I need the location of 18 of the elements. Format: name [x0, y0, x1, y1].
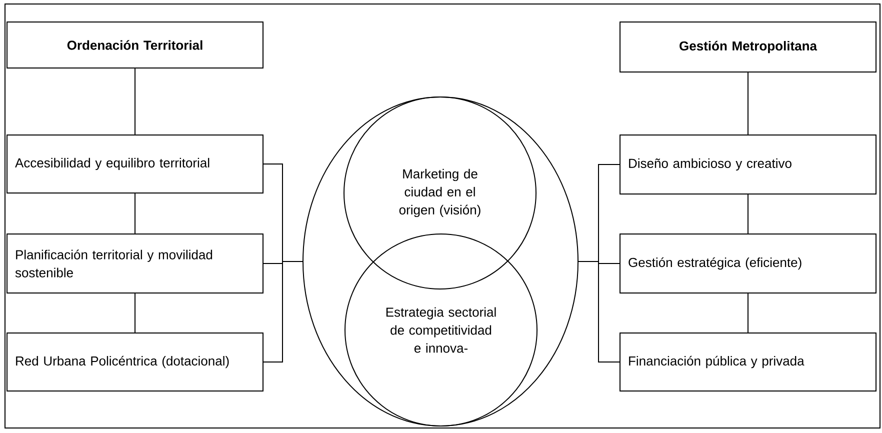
item-box: Red Urbana Policéntrica (dotacional)	[6, 332, 264, 392]
frame-box	[4, 4, 881, 428]
connector-line	[134, 193, 136, 234]
item-box: Accesibilidad y equilibro territorial	[6, 134, 264, 194]
connector-line	[748, 194, 749, 234]
item-box: Gestión estratégica (eficiente)	[620, 234, 877, 294]
ellipse	[302, 96, 578, 426]
item-box: Diseño ambicioso y creativo	[620, 134, 877, 194]
connector-line	[748, 293, 749, 333]
connector-line	[134, 293, 136, 333]
item-box: Planificación territorial y movilidad sostenible	[6, 234, 264, 294]
heading-box: Gestión Metropolitana	[620, 22, 877, 72]
heading-box: Ordenación Territorial	[6, 22, 264, 68]
connector-line	[578, 261, 620, 362]
connector-line	[263, 261, 303, 362]
connector-line	[134, 68, 136, 135]
item-box: Financiación pública y privada	[620, 332, 877, 392]
connector-line	[748, 72, 749, 135]
